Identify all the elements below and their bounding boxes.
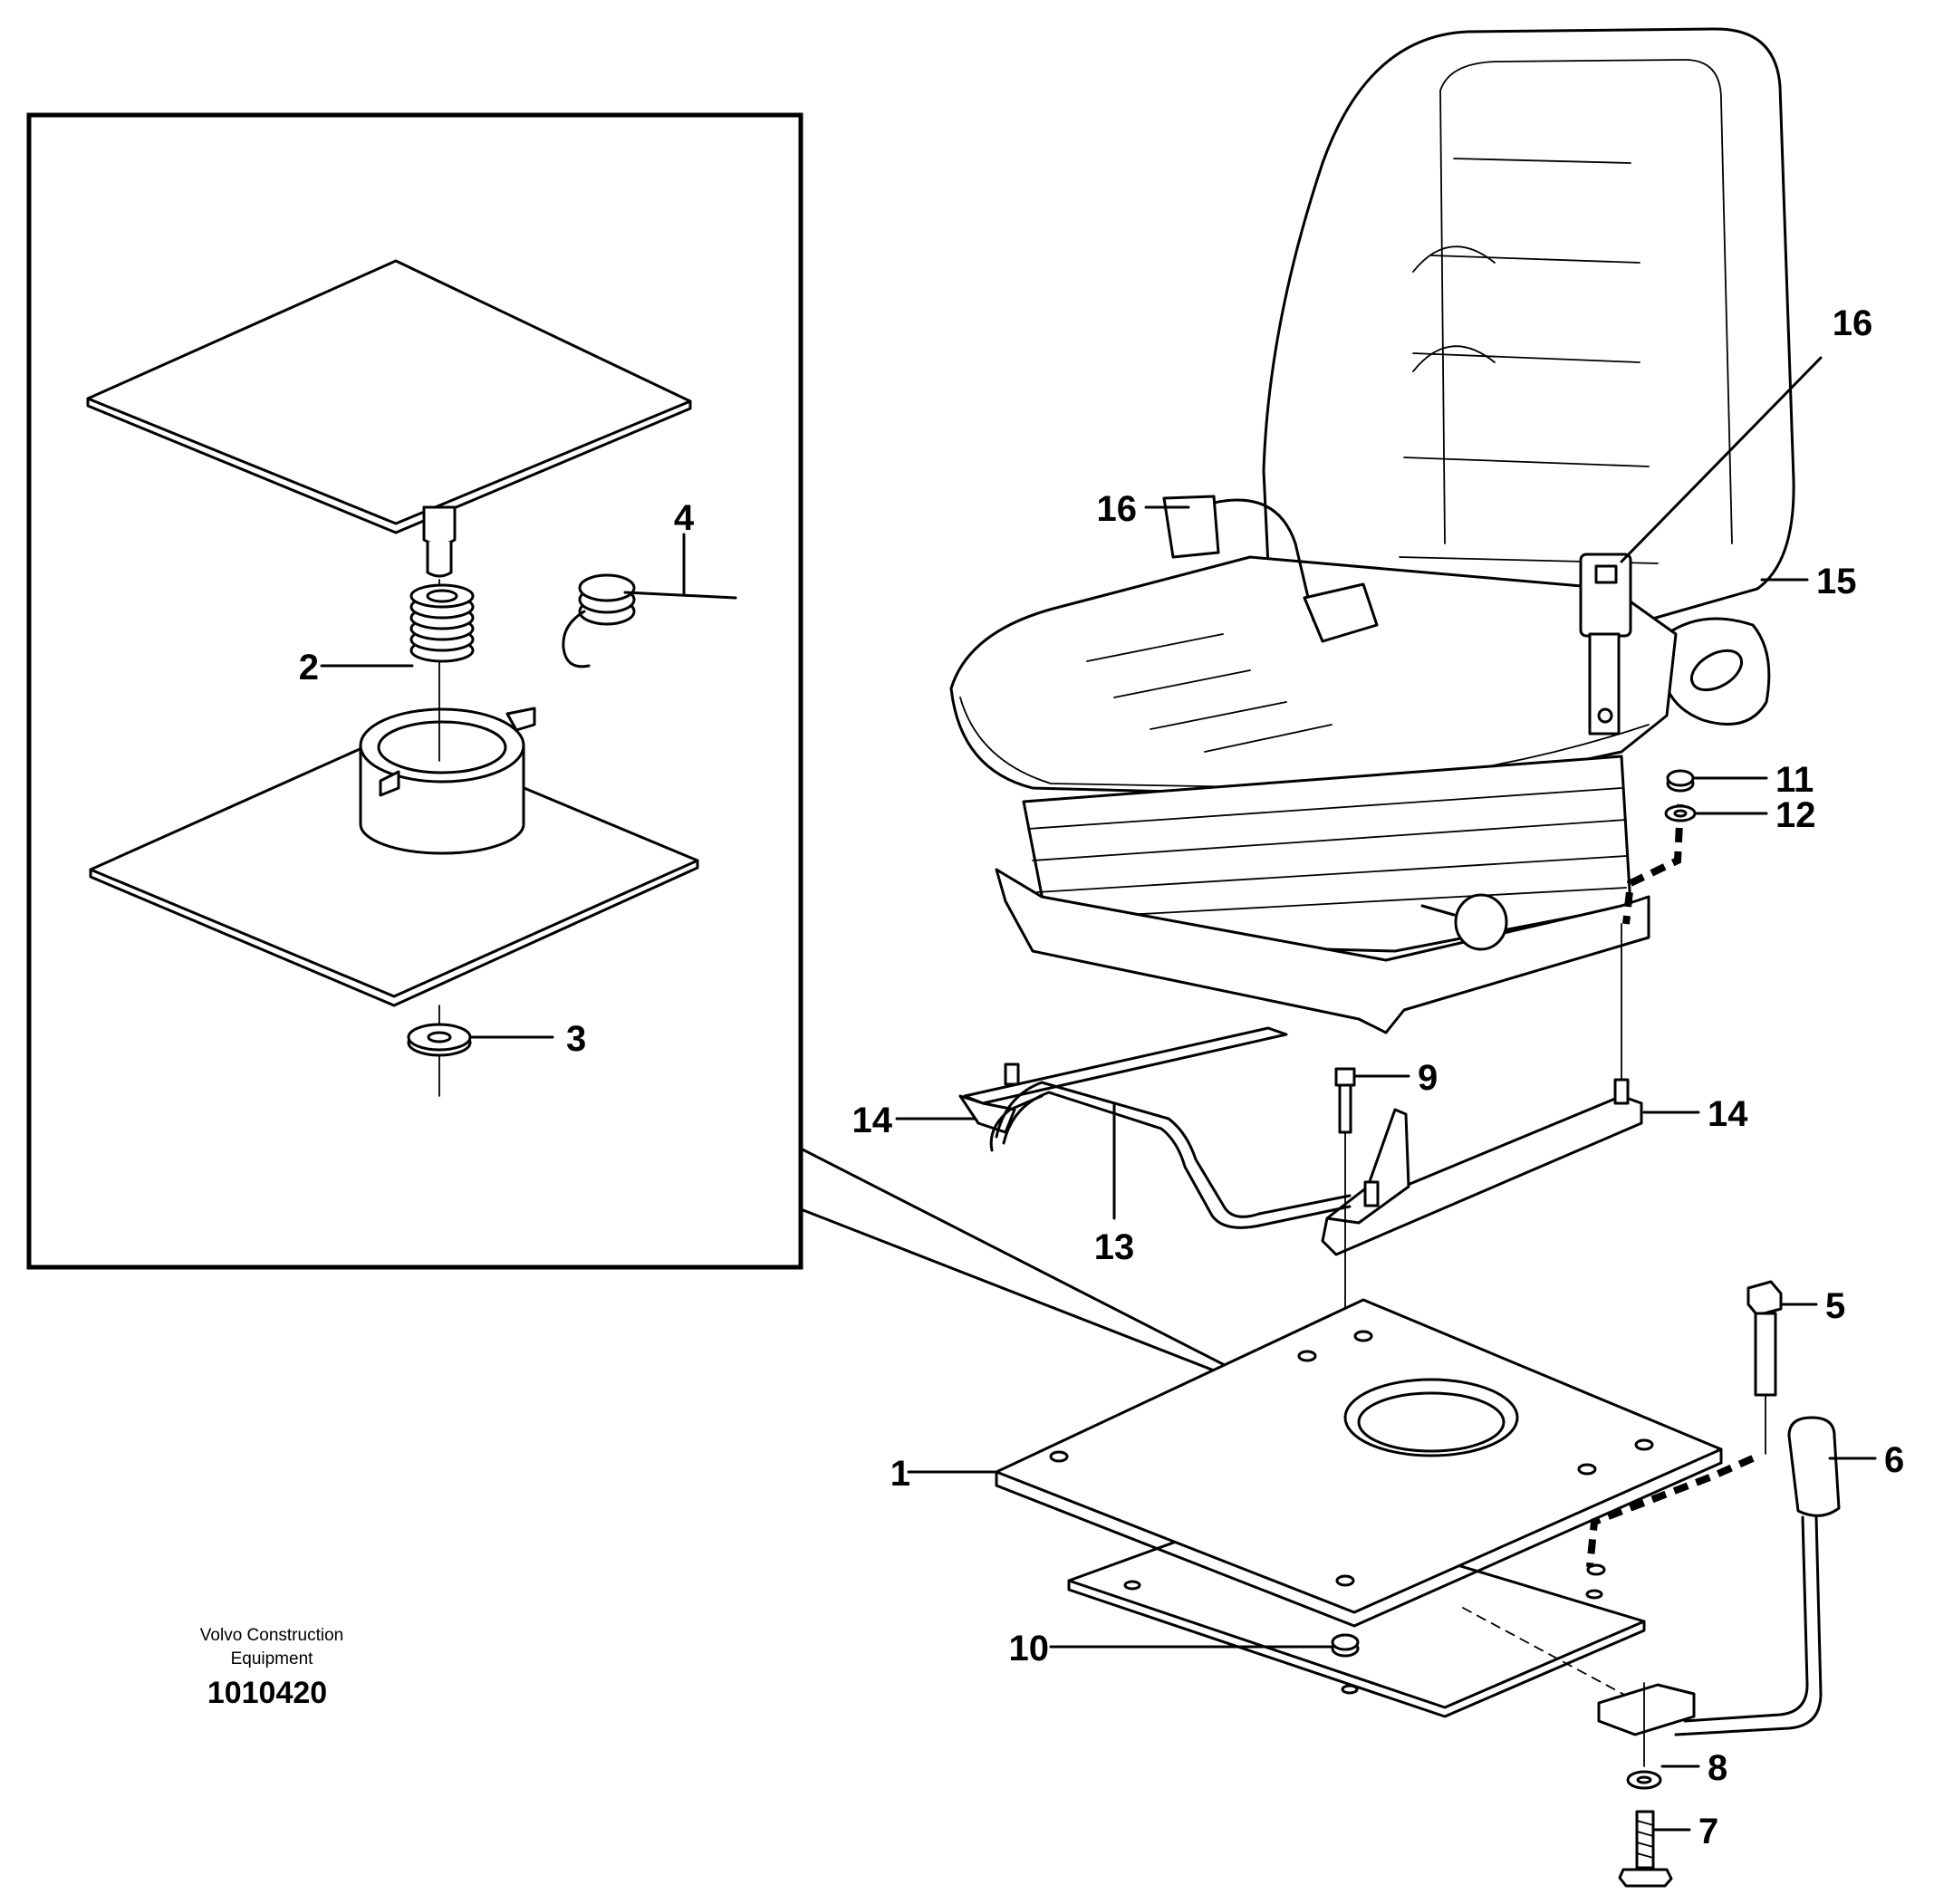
swivel-plate xyxy=(995,1298,1755,1718)
rail-right xyxy=(1321,1094,1643,1256)
screw-7 xyxy=(1618,1810,1673,1888)
plate-1-center-hole xyxy=(1343,1378,1519,1457)
nut-11 xyxy=(1666,769,1695,793)
nut-10 xyxy=(1331,1633,1360,1658)
belt-anchor-left xyxy=(1162,495,1220,559)
height-adjust-knob xyxy=(1454,893,1508,951)
callout-2: 2 xyxy=(299,648,319,688)
inset-top-plate xyxy=(86,259,692,525)
callout-10: 10 xyxy=(1009,1629,1050,1668)
callout-labels: 1 2 3 4 5 6 7 8 9 10 11 12 13 14 14 15 1… xyxy=(299,303,1905,1851)
inset-cylinder-slot xyxy=(379,770,400,797)
bolt-5 xyxy=(1746,1280,1783,1397)
washer-12 xyxy=(1664,804,1697,822)
stud-front xyxy=(1363,1180,1380,1207)
stud-left xyxy=(1004,1063,1020,1086)
lock-lever-group xyxy=(1597,1280,1841,1888)
document-number: 1010420 xyxy=(207,1676,327,1710)
footer: Volvo Construction Equipment 1010420 xyxy=(200,1626,343,1710)
inset-frame xyxy=(26,112,803,1270)
callout-12: 12 xyxy=(1775,795,1816,835)
lever-bracket xyxy=(1597,1683,1696,1736)
leader-lines xyxy=(320,356,1877,1832)
hidden-link-lower xyxy=(1586,1455,1755,1568)
washer-3 xyxy=(407,1023,472,1057)
recliner-disc xyxy=(1660,617,1771,726)
plate-1 xyxy=(995,1298,1723,1614)
callout-15: 15 xyxy=(1816,562,1857,601)
brand-line-2: Equipment xyxy=(231,1649,314,1668)
inset-bottom-plate-edge xyxy=(89,859,699,1007)
callout-4: 4 xyxy=(674,498,695,538)
callout-14-left: 14 xyxy=(852,1101,893,1140)
brand-line-1: Volvo Construction xyxy=(200,1626,343,1645)
inset-top-plate-edge xyxy=(86,397,692,534)
hidden-link-upper xyxy=(1622,803,1684,925)
seat-cushion xyxy=(949,555,1678,797)
callout-1: 1 xyxy=(890,1454,910,1494)
callout-8: 8 xyxy=(1708,1748,1727,1788)
slide-rails xyxy=(958,1026,1643,1582)
callout-16-left: 16 xyxy=(1097,489,1138,529)
inset-connector-top xyxy=(799,1147,1306,1408)
spring-2 xyxy=(409,583,475,663)
belt-buckle-tongue xyxy=(1303,582,1379,643)
inset-cylinder-bore xyxy=(377,720,507,774)
inset-cylinder-rim xyxy=(359,707,525,784)
lever-knob-6 xyxy=(1787,1416,1841,1517)
callout-9: 9 xyxy=(1418,1058,1438,1098)
slide-lever-13 xyxy=(989,1081,1352,1218)
callout-13: 13 xyxy=(1094,1227,1135,1267)
washer-8 xyxy=(1626,1770,1662,1790)
callout-14-right: 14 xyxy=(1708,1094,1748,1134)
inset-pin xyxy=(426,542,453,578)
detail-inset xyxy=(26,112,1306,1408)
callout-6: 6 xyxy=(1884,1440,1904,1480)
callout-7: 7 xyxy=(1698,1812,1718,1851)
stud-right xyxy=(1613,1078,1630,1105)
callout-5: 5 xyxy=(1825,1286,1845,1326)
bolt-9 xyxy=(1334,1067,1356,1134)
inset-pin-collar xyxy=(422,505,457,546)
torsion-spring-4 xyxy=(562,573,737,668)
callout-16-right: 16 xyxy=(1833,303,1873,343)
inset-cylinder-tab xyxy=(505,707,536,732)
seat-base-pan xyxy=(995,868,1650,1034)
callout-11: 11 xyxy=(1775,760,1814,800)
callout-3: 3 xyxy=(566,1019,586,1059)
seat-assembly xyxy=(949,27,1795,1083)
seat-backrest xyxy=(1262,27,1795,627)
belt-buckle-stem xyxy=(1588,632,1621,736)
